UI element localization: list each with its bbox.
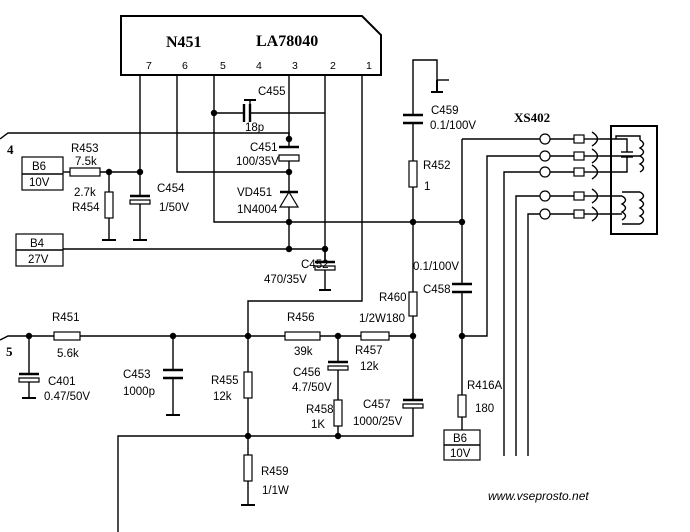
r458-value: 1K xyxy=(311,419,325,431)
ic-name: N451 xyxy=(166,34,202,51)
b6-bottom-label: B6 xyxy=(453,433,467,445)
r459-value: 1/1W xyxy=(262,485,289,497)
r452-body xyxy=(408,160,418,188)
b6-top-voltage: 10V xyxy=(29,177,50,189)
r456-body xyxy=(284,331,321,341)
c457-label: C457 xyxy=(363,399,391,411)
deflection-yoke-box xyxy=(610,125,658,235)
b4-label: B4 xyxy=(30,238,45,250)
r457-body xyxy=(360,331,390,341)
c456-symbol xyxy=(327,360,349,371)
r416a-body xyxy=(457,394,467,418)
b6-bottom-voltage: 10V xyxy=(450,448,471,460)
b6-top-label: B6 xyxy=(32,161,46,173)
r455-value: 12k xyxy=(213,391,232,403)
c453-value: 1000p xyxy=(123,386,155,398)
c457-value: 1000/25V xyxy=(353,416,403,428)
xs402-label: XS402 xyxy=(514,110,550,125)
r455-label: R455 xyxy=(211,375,239,387)
component-labels: C455 18p C451 100/35V VD451 1N4004 C452 … xyxy=(44,86,502,497)
vd451-label: VD451 xyxy=(237,187,272,199)
c401-symbol xyxy=(18,372,40,383)
c452-symbol xyxy=(314,260,336,271)
c458-label: C458 xyxy=(423,284,451,296)
r451-body xyxy=(53,331,81,341)
c456-label: C456 xyxy=(293,367,321,379)
c451-label: C451 xyxy=(250,142,278,154)
r452-value: 1 xyxy=(424,181,430,193)
r453-value: 7.5k xyxy=(75,156,97,168)
c459-value: 0.1/100V xyxy=(430,120,476,132)
wires xyxy=(0,59,540,532)
c457-symbol xyxy=(402,398,424,409)
resistors xyxy=(53,160,467,482)
vd451-value: 1N4004 xyxy=(237,204,278,216)
c451-value: 100/35V xyxy=(236,156,279,168)
r456-value: 39k xyxy=(294,346,313,358)
ic-part-number: LA78040 xyxy=(256,33,318,50)
c458-symbol xyxy=(452,282,472,294)
pin-3-label: 3 xyxy=(292,60,298,72)
pin-4-label: 4 xyxy=(256,60,262,72)
r460-body xyxy=(408,291,418,317)
yoke-coils xyxy=(600,135,645,225)
r454-body xyxy=(104,191,114,219)
c459-symbol xyxy=(403,113,423,125)
c453-label: C453 xyxy=(123,369,151,381)
r451-value: 5.6k xyxy=(57,348,79,360)
capacitors xyxy=(18,104,472,409)
c454-symbol xyxy=(129,194,151,205)
b4-voltage: 27V xyxy=(28,254,49,266)
ic-body xyxy=(120,15,382,76)
r457-value: 12k xyxy=(360,361,379,373)
pin-1-label: 1 xyxy=(366,60,372,72)
c455-symbol xyxy=(242,104,252,122)
c454-value: 1/50V xyxy=(159,202,189,214)
r454-label: R454 xyxy=(72,202,100,214)
c452-value: 470/35V xyxy=(264,274,307,286)
r457-label: R457 xyxy=(355,345,383,357)
r454-value: 2.7k xyxy=(74,187,96,199)
c453-symbol xyxy=(163,368,183,380)
r416a-value: 180 xyxy=(475,403,494,415)
c456-value: 4.7/50V xyxy=(292,382,332,394)
pin-5-label: 5 xyxy=(220,60,226,72)
watermark: www.vseprosto.net xyxy=(488,489,589,503)
pin-2-label: 2 xyxy=(330,60,336,72)
r416a-label: R416A xyxy=(467,380,502,392)
ground-symbols xyxy=(22,80,443,506)
r460-label: R460 xyxy=(379,292,407,304)
pin-7-label: 7 xyxy=(146,60,152,72)
c452-label: C452 xyxy=(301,259,329,271)
r459-body xyxy=(243,454,253,482)
r453-body xyxy=(69,167,101,177)
c459-label: C459 xyxy=(431,105,459,117)
r451-label: R451 xyxy=(52,312,80,324)
c455-label: C455 xyxy=(258,86,286,98)
supply-boxes: B6 10V B4 27V B6 10V xyxy=(15,156,481,461)
r453-label: R453 xyxy=(71,143,99,155)
pin-6-label: 6 xyxy=(182,60,188,72)
c401-label: C401 xyxy=(48,376,76,388)
junction-dots xyxy=(25,109,466,440)
r458-label: R458 xyxy=(306,404,334,416)
c455-value: 18p xyxy=(245,122,264,134)
ic-pin-numbers: 7 6 5 4 3 2 1 xyxy=(146,60,372,72)
vd451-diode xyxy=(278,190,300,208)
r456-label: R456 xyxy=(287,312,315,324)
r458-body xyxy=(333,399,343,427)
r455-body xyxy=(243,371,253,399)
r460-value: 1/2W180 xyxy=(359,313,405,325)
line-5-label: 5 xyxy=(6,344,13,359)
r452-label: R452 xyxy=(423,160,451,172)
line-4-label: 4 xyxy=(7,142,14,157)
c458-value: 0.1/100V xyxy=(413,261,459,273)
c454-label: C454 xyxy=(157,183,185,195)
r459-label: R459 xyxy=(261,466,289,478)
c451-symbol xyxy=(278,145,300,162)
c401-value: 0.47/50V xyxy=(44,391,90,403)
xs402-connector: XS402 xyxy=(514,110,658,235)
